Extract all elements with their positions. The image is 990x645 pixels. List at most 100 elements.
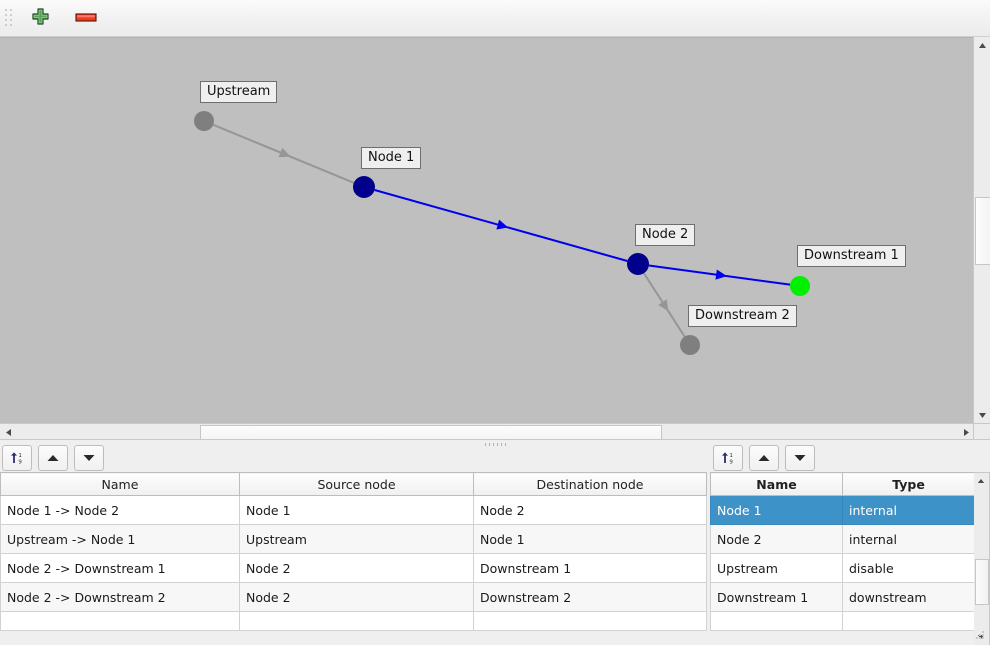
nodes-cell-0[interactable]: Downstream 1 [710, 582, 843, 612]
graph-node-node1[interactable] [353, 176, 375, 198]
edge-arrowhead-node1-node2 [496, 219, 509, 230]
edges-empty-cell[interactable] [473, 611, 707, 631]
nodes-move-up-button[interactable] [749, 445, 779, 471]
nodes-cell-1[interactable]: internal [842, 495, 975, 525]
graph-node-downstream1[interactable] [790, 276, 810, 296]
edges-cell-0[interactable]: Node 1 -> Node 2 [0, 495, 240, 525]
main-toolbar [0, 0, 990, 37]
nodes-empty-row[interactable] [710, 611, 975, 631]
triangle-down-icon [83, 455, 95, 461]
edges-move-up-button[interactable] [38, 445, 68, 471]
edges-empty-cell[interactable] [0, 611, 240, 631]
node-label-node2[interactable]: Node 2 [635, 224, 696, 246]
graph-node-upstream[interactable] [194, 111, 214, 131]
nodes-sort-button[interactable]: 1 9 [713, 445, 743, 471]
edges-cell-1[interactable]: Node 2 [239, 582, 474, 612]
node-label-node1[interactable]: Node 1 [361, 147, 422, 169]
sort-icon: 1 9 [722, 452, 733, 466]
edges-cell-2[interactable]: Node 1 [473, 524, 707, 554]
canvas-vertical-scrollbar[interactable] [973, 37, 990, 423]
toolbar-drag-handle[interactable] [3, 7, 14, 29]
minus-icon [75, 10, 97, 27]
nodes-button-bar: 1 9 [713, 444, 821, 472]
graph-node-downstream2[interactable] [680, 335, 700, 355]
panel-splitter[interactable] [0, 439, 990, 449]
triangle-up-icon [758, 455, 770, 461]
nodes-empty-cell[interactable] [710, 611, 843, 631]
nodes-cell-1[interactable]: downstream [842, 582, 975, 612]
sort-icon: 1 9 [11, 452, 22, 466]
vertical-scroll-thumb[interactable] [975, 197, 990, 265]
edges-column-header-0[interactable]: Name [0, 472, 240, 496]
triangle-up-icon [47, 455, 59, 461]
scroll-right-button[interactable] [958, 424, 974, 440]
remove-node-button[interactable] [70, 3, 102, 33]
nodes-column-header-1[interactable]: Type [842, 472, 975, 496]
edge-arrowhead-node2-downstream1 [715, 269, 727, 280]
nodes-cell-0[interactable]: Node 2 [710, 524, 843, 554]
svg-text:9: 9 [729, 460, 733, 466]
nodes-column-header-0[interactable]: Name [710, 472, 843, 496]
graph-drawing[interactable] [0, 38, 974, 424]
edge-arrowhead-upstream-node1 [278, 147, 291, 158]
node-label-downstream2[interactable]: Downstream 2 [688, 305, 797, 327]
scroll-up-button[interactable] [974, 37, 990, 53]
svg-text:9: 9 [18, 460, 22, 466]
svg-text:1: 1 [729, 453, 733, 459]
nodes-cell-0[interactable]: Node 1 [710, 495, 843, 525]
edges-cell-0[interactable]: Upstream -> Node 1 [0, 524, 240, 554]
nodes-empty-cell[interactable] [842, 611, 975, 631]
node-label-upstream[interactable]: Upstream [200, 81, 278, 103]
edges-column-header-1[interactable]: Source node [239, 472, 474, 496]
edges-cell-1[interactable]: Upstream [239, 524, 474, 554]
scroll-left-button[interactable] [0, 424, 16, 440]
add-node-button[interactable] [24, 3, 56, 33]
edges-cell-2[interactable]: Node 2 [473, 495, 707, 525]
edges-cell-0[interactable]: Node 2 -> Downstream 1 [0, 553, 240, 583]
scroll-down-button[interactable] [974, 407, 990, 423]
edge-arrowhead-node2-downstream2 [658, 299, 669, 312]
nodes-scroll-up-button[interactable] [974, 473, 987, 489]
node-label-downstream1[interactable]: Downstream 1 [797, 245, 906, 267]
edges-cell-0[interactable]: Node 2 -> Downstream 2 [0, 582, 240, 612]
canvas-horizontal-scrollbar[interactable] [0, 423, 974, 441]
edges-cell-1[interactable]: Node 1 [239, 495, 474, 525]
edges-move-down-button[interactable] [74, 445, 104, 471]
edges-cell-2[interactable]: Downstream 1 [473, 553, 707, 583]
scrollbar-corner [973, 423, 990, 440]
nodes-cell-1[interactable]: disable [842, 553, 975, 583]
edges-cell-1[interactable]: Node 2 [239, 553, 474, 583]
graph-node-node2[interactable] [627, 253, 649, 275]
window-resize-grip[interactable] [976, 631, 988, 643]
edges-column-header-2[interactable]: Destination node [473, 472, 707, 496]
nodes-cell-1[interactable]: internal [842, 524, 975, 554]
triangle-down-icon [794, 455, 806, 461]
edges-cell-2[interactable]: Downstream 2 [473, 582, 707, 612]
splitter-grip [484, 443, 506, 446]
edges-empty-row[interactable] [0, 611, 707, 631]
nodes-vertical-scrollbar[interactable] [974, 472, 990, 645]
plus-icon [31, 7, 50, 29]
nodes-move-down-button[interactable] [785, 445, 815, 471]
nodes-cell-0[interactable]: Upstream [710, 553, 843, 583]
svg-text:1: 1 [18, 453, 22, 459]
nodes-vertical-scroll-thumb[interactable] [975, 559, 989, 605]
edges-empty-cell[interactable] [239, 611, 474, 631]
edges-sort-button[interactable]: 1 9 [2, 445, 32, 471]
